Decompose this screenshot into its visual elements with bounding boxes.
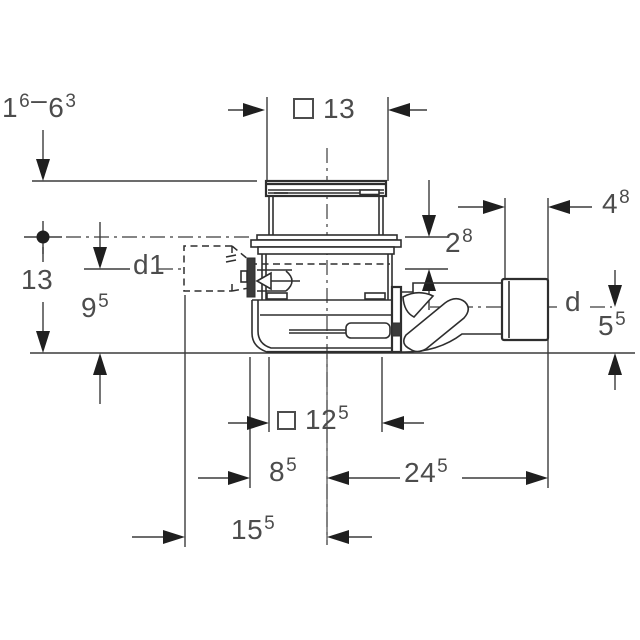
dim-socket-depth-label: 48	[602, 187, 631, 219]
grate-cap	[264, 179, 388, 198]
dashed-inlet-pipe	[183, 245, 250, 292]
trap-bowl	[251, 300, 400, 354]
dim-flange-drop-label: 28	[445, 226, 474, 258]
dim-grate-square-label: 13	[293, 95, 355, 123]
riser-tube	[268, 196, 384, 235]
dim-total-height-label: 13	[21, 264, 54, 295]
dimension-arrows	[36, 103, 622, 544]
drain-body	[240, 179, 550, 354]
square-symbol	[277, 411, 296, 430]
dim-outlet-diameter-label: d	[565, 286, 582, 317]
outlet-elbow	[390, 282, 503, 354]
dim-total-offset-label: 155	[231, 513, 276, 545]
inlet-spigot	[240, 257, 256, 298]
clamping-flange	[250, 234, 402, 255]
internal-clamp	[255, 269, 300, 292]
center-lines	[66, 148, 612, 545]
dim-outlet-height-label: 55	[598, 309, 627, 341]
dim-height-range-label: 16–63	[2, 84, 77, 123]
square-symbol	[293, 98, 314, 119]
dim-inlet-height-label: 95	[81, 291, 110, 323]
dim-inlet-diameter-label: d1	[133, 249, 166, 280]
trap-body-upper	[250, 254, 398, 301]
dim-outlet-offset-label: 245	[404, 456, 449, 488]
outlet-socket	[500, 277, 550, 342]
dimension-lines	[42, 109, 616, 538]
dim-body-square-label: 125	[277, 404, 349, 434]
dim-inlet-offset-label: 85	[269, 455, 298, 487]
datum-point	[24, 221, 62, 254]
